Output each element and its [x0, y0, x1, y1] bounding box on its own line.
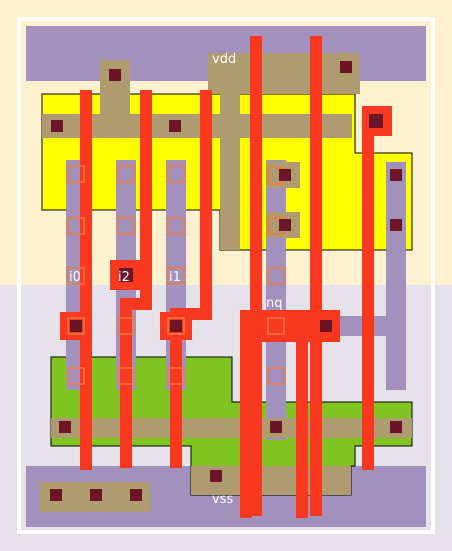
poly-nq-gate-right: [310, 36, 322, 516]
vdd-stub-top: [208, 53, 360, 94]
poly-right: [362, 110, 374, 470]
poly-output-down-r: [296, 342, 308, 518]
vdd-strap: [42, 114, 352, 138]
i1-label: i1: [169, 270, 181, 285]
poly-i2-stub: [120, 298, 132, 468]
nq-label: nq: [266, 296, 283, 311]
i2-label: i2: [118, 270, 130, 285]
i0-label: i0: [69, 270, 81, 285]
poly-i1-low: [170, 308, 182, 468]
vss-strap: [51, 418, 412, 438]
vdd-label: vdd: [212, 52, 236, 67]
contact-grid: [50, 61, 402, 501]
poly-i0: [80, 90, 92, 470]
right-metal-column: [386, 162, 406, 390]
vss-label: vss: [212, 492, 233, 507]
poly-nq-gate-left: [250, 36, 262, 516]
poly-output-down: [240, 342, 252, 518]
cell-boundary: [17, 17, 435, 534]
poly-i2: [140, 90, 152, 310]
vdd-drop: [220, 94, 240, 250]
poly-i1: [200, 90, 212, 320]
